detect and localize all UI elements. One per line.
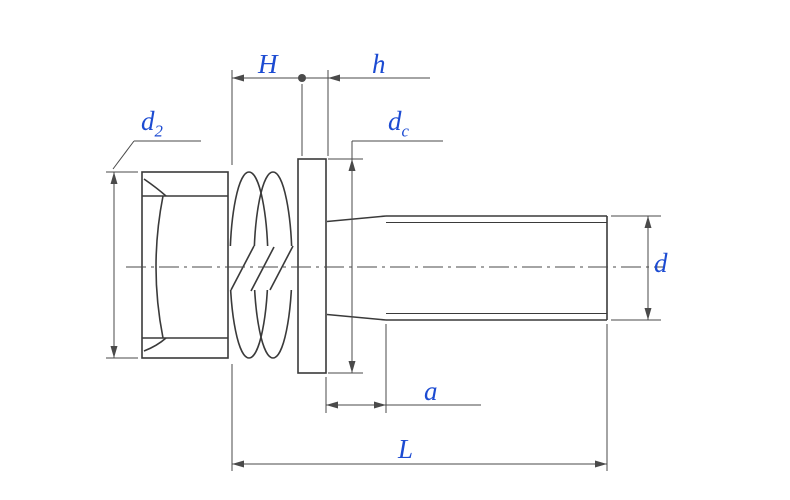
hex-facet-arc [155, 195, 164, 339]
label-L: L [398, 434, 414, 464]
spring-washer-split-line [230, 245, 255, 291]
label-d2-base: d [141, 106, 155, 136]
hex-head [141, 171, 229, 359]
hex-facet-arc [143, 337, 167, 352]
label-d: d [654, 248, 668, 278]
label-d2: d2 [141, 108, 163, 140]
dimension-h [302, 70, 430, 156]
dimension-a [325, 324, 481, 413]
label-dc-base: d [388, 106, 402, 136]
label-dc: dc [388, 108, 409, 140]
dimension-dc [328, 140, 443, 374]
label-a: a [424, 376, 438, 406]
label-h: h [372, 49, 386, 79]
dimension-d [611, 215, 661, 321]
dimension-d2 [106, 140, 201, 359]
label-H: H [258, 49, 278, 79]
spring-washer [229, 171, 296, 359]
label-dc-sub: c [401, 121, 409, 141]
label-d2-sub: 2 [154, 121, 163, 141]
hex-facet-arc [143, 178, 167, 197]
thread-runout-line [326, 313, 387, 321]
spring-washer-split-line [269, 245, 294, 291]
d2-leader-line [112, 140, 135, 170]
threaded-shank [326, 215, 608, 321]
dimension-H [231, 70, 306, 165]
spring-washer-split-line [250, 246, 275, 292]
flat-washer [297, 158, 327, 374]
dimension-L [231, 324, 608, 471]
thread-runout-line [326, 215, 387, 223]
